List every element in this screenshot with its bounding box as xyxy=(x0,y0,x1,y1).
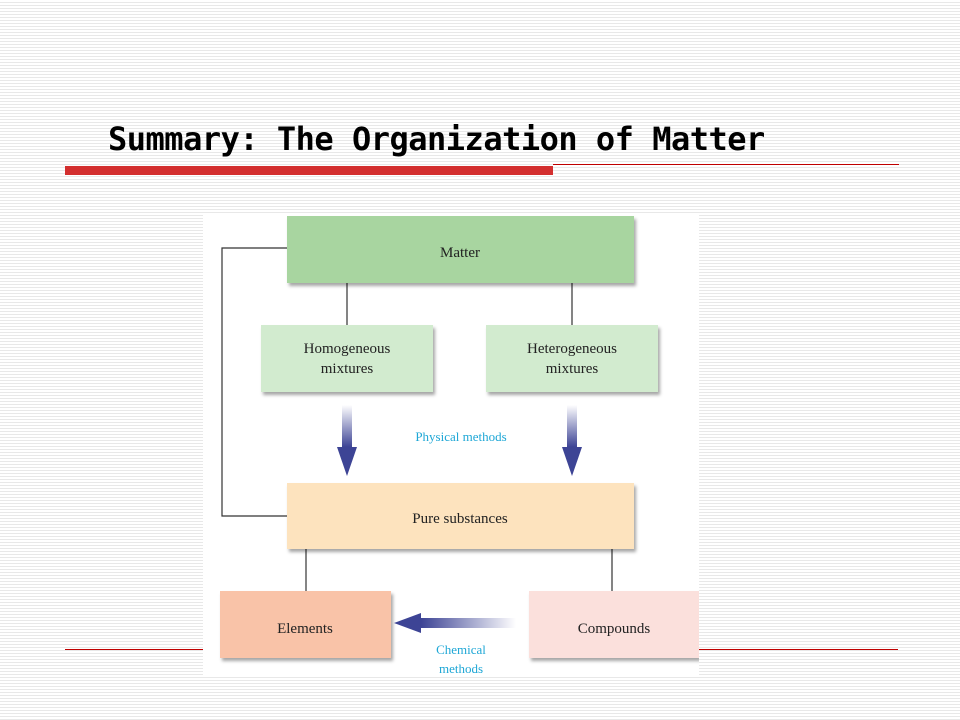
footer-rule-left xyxy=(65,649,203,650)
matter-organization-diagram: Matter Homogeneous mixtures Heterogeneou… xyxy=(203,213,699,677)
compounds-label: Compounds xyxy=(578,621,651,637)
homogeneous-label-line2: mixtures xyxy=(321,361,374,377)
matter-box xyxy=(287,216,634,283)
heterogeneous-label-line1: Heterogeneous xyxy=(527,341,617,357)
slide-title: Summary: The Organization of Matter xyxy=(108,120,765,158)
matter-to-pure-connector xyxy=(221,247,287,517)
title-rule-top xyxy=(553,164,899,165)
pure-substances-label: Pure substances xyxy=(412,511,508,527)
elements-label: Elements xyxy=(277,621,333,637)
chemical-methods-label-line2: methods xyxy=(439,661,483,676)
elements-box xyxy=(220,591,391,658)
homogeneous-label-line1: Homogeneous xyxy=(304,341,391,357)
title-rule-thick xyxy=(65,166,553,175)
heterogeneous-mixtures-box xyxy=(486,325,658,392)
homogeneous-mixtures-box xyxy=(261,325,433,392)
compounds-box xyxy=(529,591,699,658)
connector-lines xyxy=(221,247,613,591)
physical-arrow-right xyxy=(562,405,582,476)
pure-substances-box xyxy=(287,483,634,549)
chemical-arrow xyxy=(394,613,516,633)
physical-arrow-left xyxy=(337,405,357,476)
chemical-methods-label-line1: Chemical xyxy=(436,642,486,657)
heterogeneous-label-line2: mixtures xyxy=(546,361,599,377)
physical-methods-label: Physical methods xyxy=(415,429,506,444)
footer-rule-right xyxy=(699,649,898,650)
matter-label: Matter xyxy=(440,245,480,261)
